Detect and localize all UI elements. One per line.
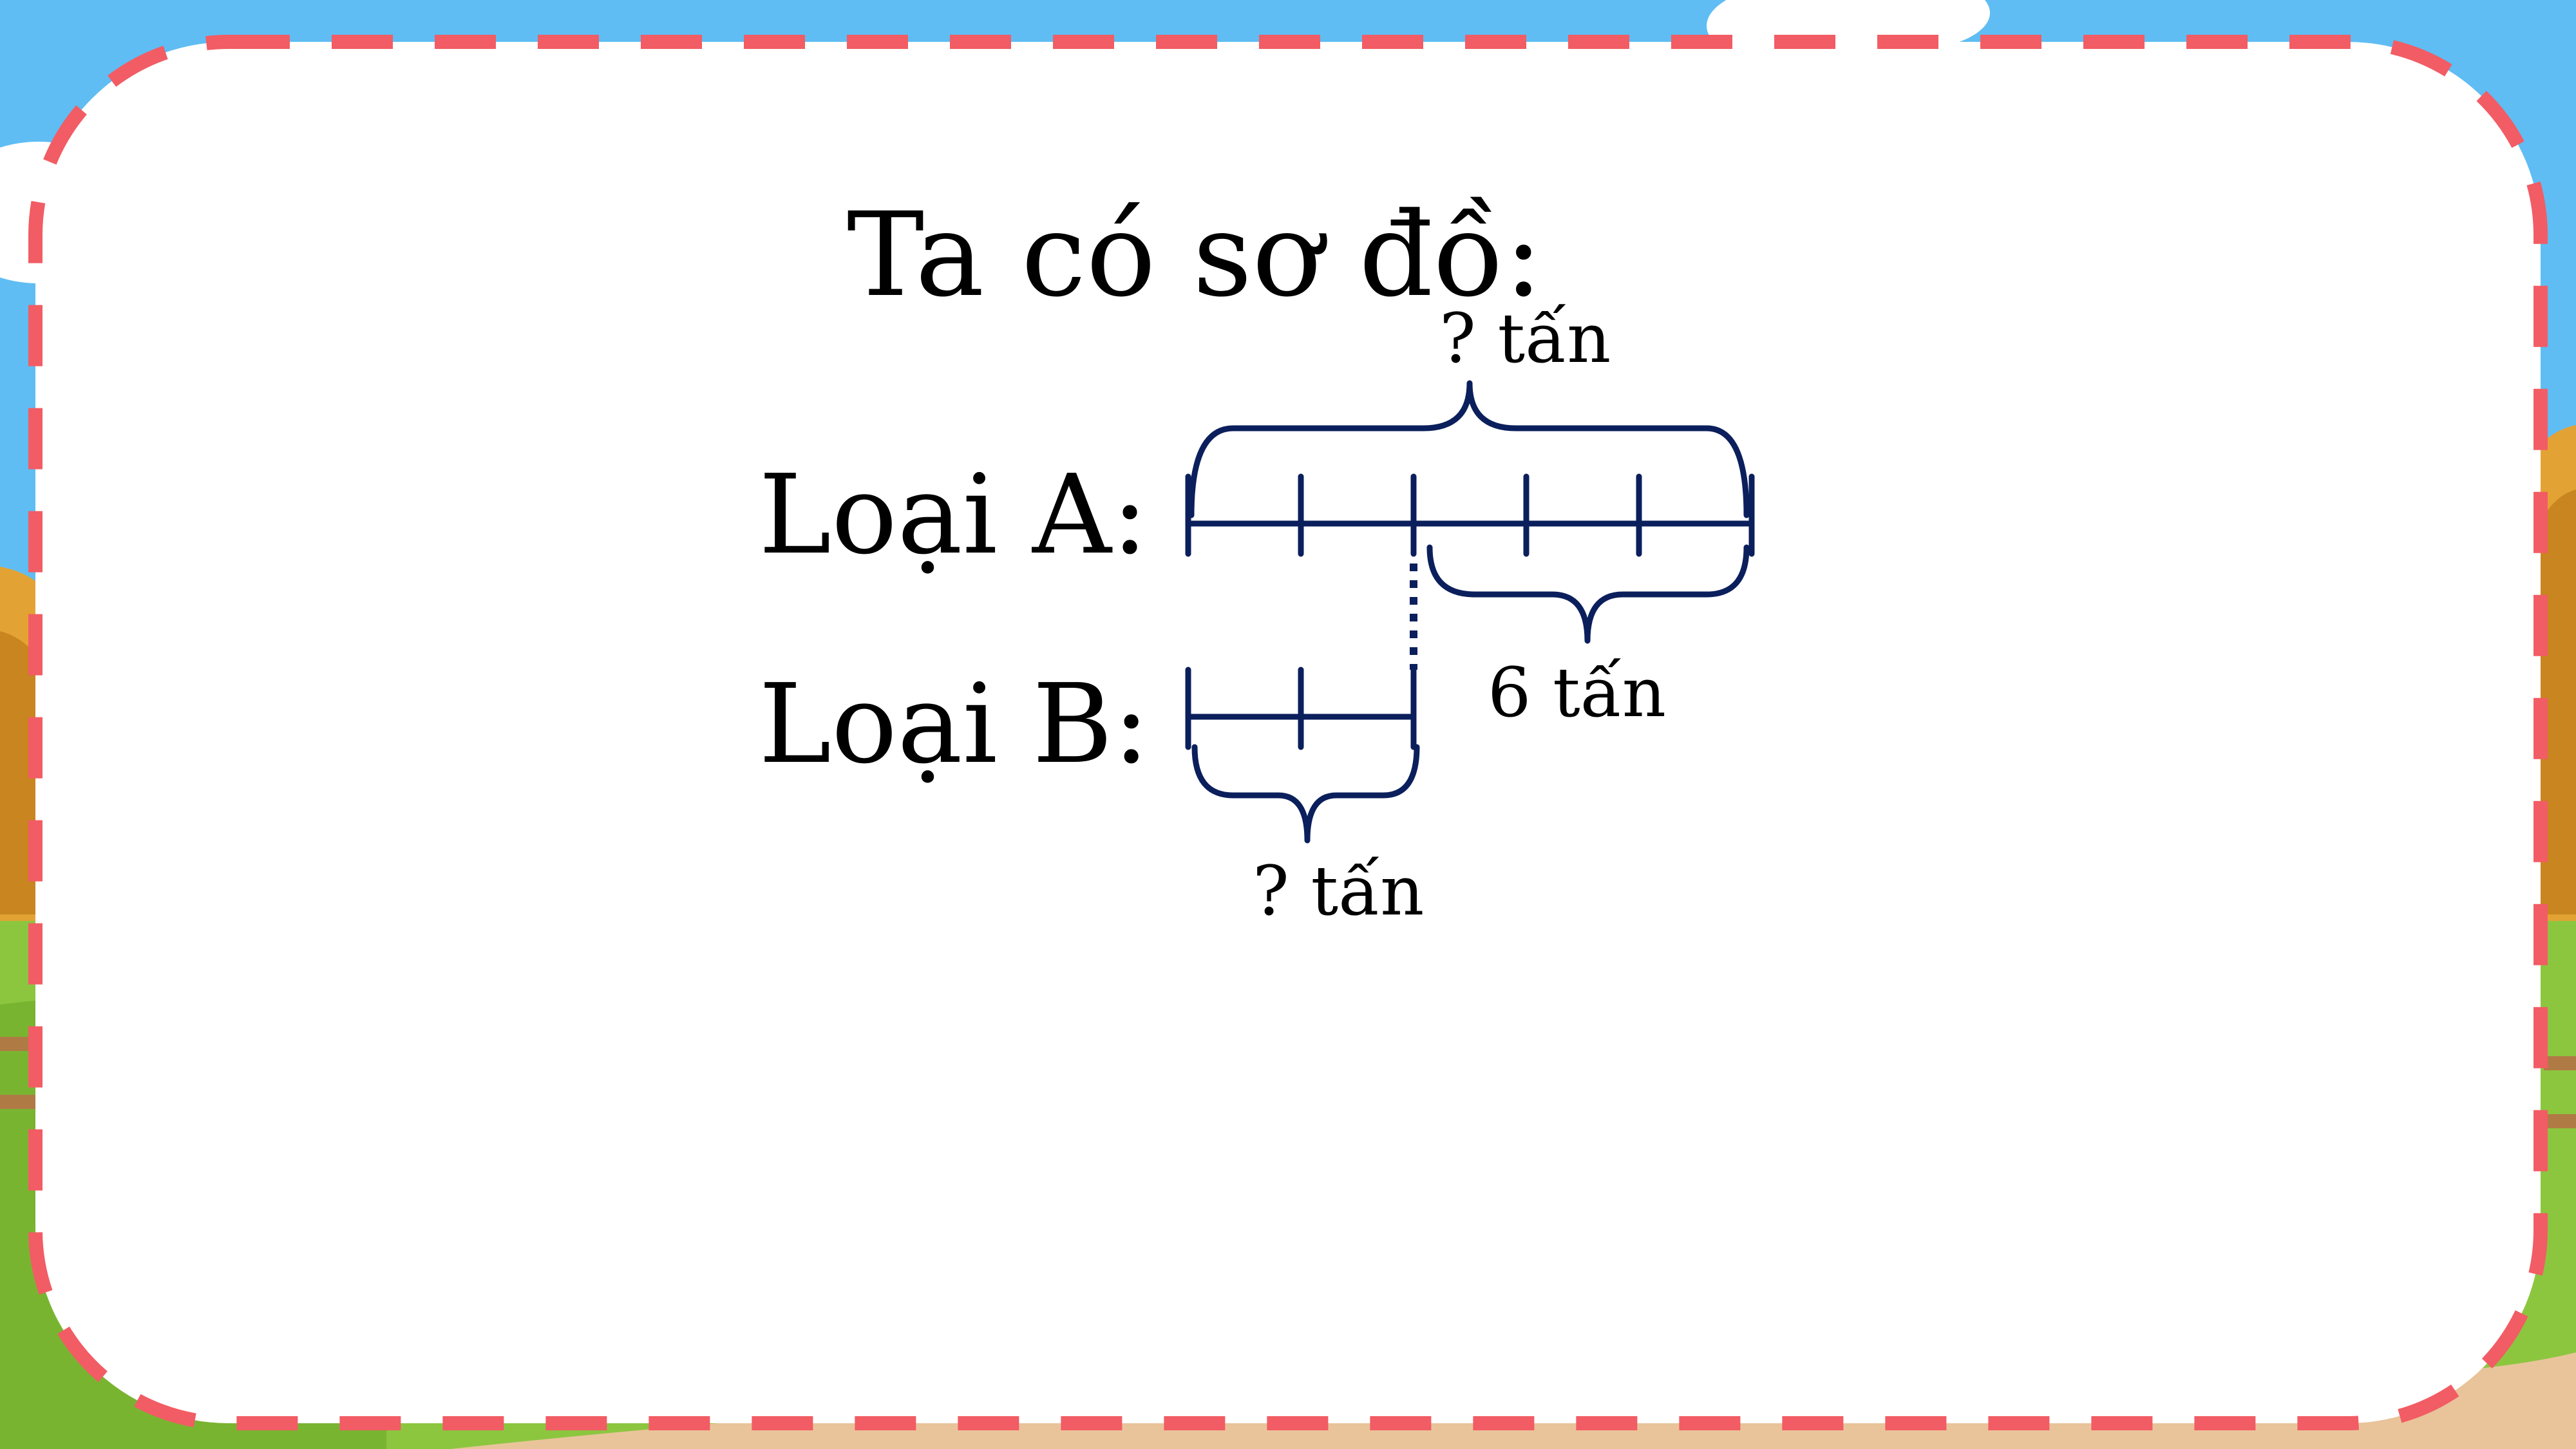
content-card [35, 42, 2541, 1423]
label-difference: 6 tấn [1488, 653, 1666, 732]
brace-difference [1426, 544, 1750, 644]
label-total-a: ? tấn [1439, 299, 1611, 378]
dashed-frame [28, 35, 2548, 1430]
brace-total-a [1188, 380, 1750, 518]
row-label-b: Loại B: [759, 661, 1150, 788]
page-title: Ta có sơ đồ: [847, 188, 1543, 323]
label-total-b: ? tấn [1253, 851, 1424, 931]
row-label-a: Loại A: [759, 451, 1148, 579]
fence [0, 1037, 2576, 1128]
brace-total-b [1191, 744, 1420, 844]
